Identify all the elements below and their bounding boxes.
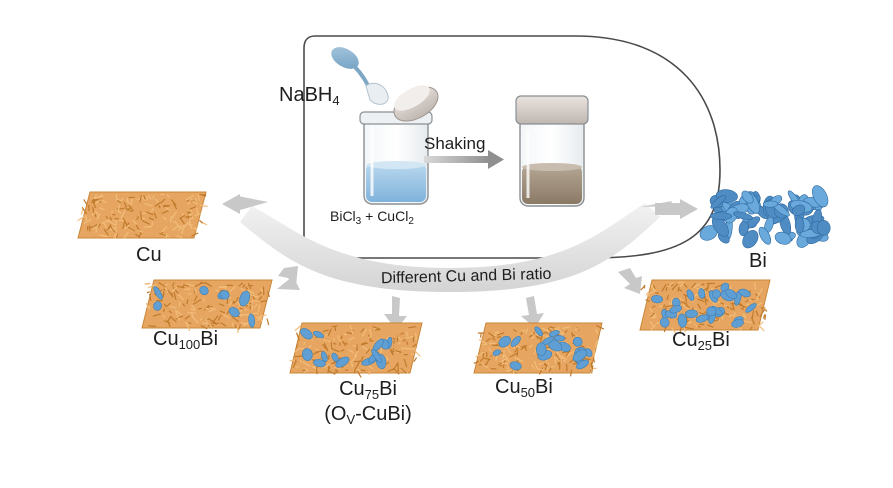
label-cu75bi-formula: Cu75Bi <box>318 378 418 403</box>
label-cu25bi: Cu25Bi <box>672 329 730 354</box>
label-cu100bi-sub: 100 <box>178 337 201 352</box>
reagent-label: NaBH4 <box>279 84 340 109</box>
label-cu75bi-alias: (OV-CuBi) <box>318 403 418 428</box>
label-bi-text: Bi <box>749 250 767 272</box>
tile-cu50bi <box>473 322 605 377</box>
solution-cucl-sub: 2 <box>408 216 414 227</box>
label-cu25bi-suffix: Bi <box>712 329 730 351</box>
label-cu75bi-suffix: Bi <box>379 378 397 400</box>
label-cu50bi: Cu50Bi <box>495 376 553 401</box>
label-cu50bi-base: Cu <box>495 376 521 398</box>
solution-bicl-sub: 3 <box>355 216 362 227</box>
arrow-to-cu75bi <box>384 296 407 330</box>
label-cu100bi-suffix: Bi <box>200 328 219 350</box>
label-cu75bi-alias-open: (O <box>324 402 347 425</box>
label-cu75bi-base: Cu <box>339 378 365 400</box>
tile-cu25bi <box>639 279 771 334</box>
tile-bi <box>699 185 831 249</box>
label-cu25bi-sub: 25 <box>697 338 713 353</box>
lid-icon <box>393 85 439 122</box>
spoon-icon <box>331 47 389 105</box>
tile-cu <box>77 191 208 240</box>
process-label: Shaking <box>424 134 486 153</box>
label-bi: Bi <box>749 250 767 273</box>
label-cu100bi: Cu100Bi <box>153 328 218 353</box>
solution-cucl: + CuCl <box>361 208 409 224</box>
arrow-to-cu50bi <box>521 296 544 328</box>
tile-cu75bi <box>289 322 423 378</box>
label-cu-text: Cu <box>136 244 162 266</box>
jar-shaken <box>515 95 589 207</box>
arrow-to-cu25bi <box>618 268 642 294</box>
sample-tiles <box>77 185 831 378</box>
solution-label: BiCl3 + CuCl2 <box>330 208 414 228</box>
label-cu: Cu <box>136 244 162 267</box>
shaking-arrow <box>424 150 504 169</box>
label-cu50bi-sub: 50 <box>520 385 536 400</box>
label-cu75bi-alias-close: -CuBi) <box>355 402 412 425</box>
distribution-arc <box>240 203 660 292</box>
tile-cu100bi <box>141 279 273 334</box>
reagent-subscript: 4 <box>332 93 340 108</box>
jar-initial <box>359 111 433 205</box>
label-cu75bi: Cu75Bi (OV-CuBi) <box>318 378 418 428</box>
solution-bicl: BiCl <box>330 208 356 224</box>
label-cu75bi-sub: 75 <box>364 387 380 402</box>
label-cu100bi-base: Cu <box>153 328 179 350</box>
label-cu75bi-alias-sub: V <box>346 411 356 427</box>
label-cu25bi-base: Cu <box>672 329 698 351</box>
reagent-name: NaBH <box>279 84 333 106</box>
arc-arrows <box>222 194 698 330</box>
label-cu50bi-suffix: Bi <box>535 376 553 398</box>
